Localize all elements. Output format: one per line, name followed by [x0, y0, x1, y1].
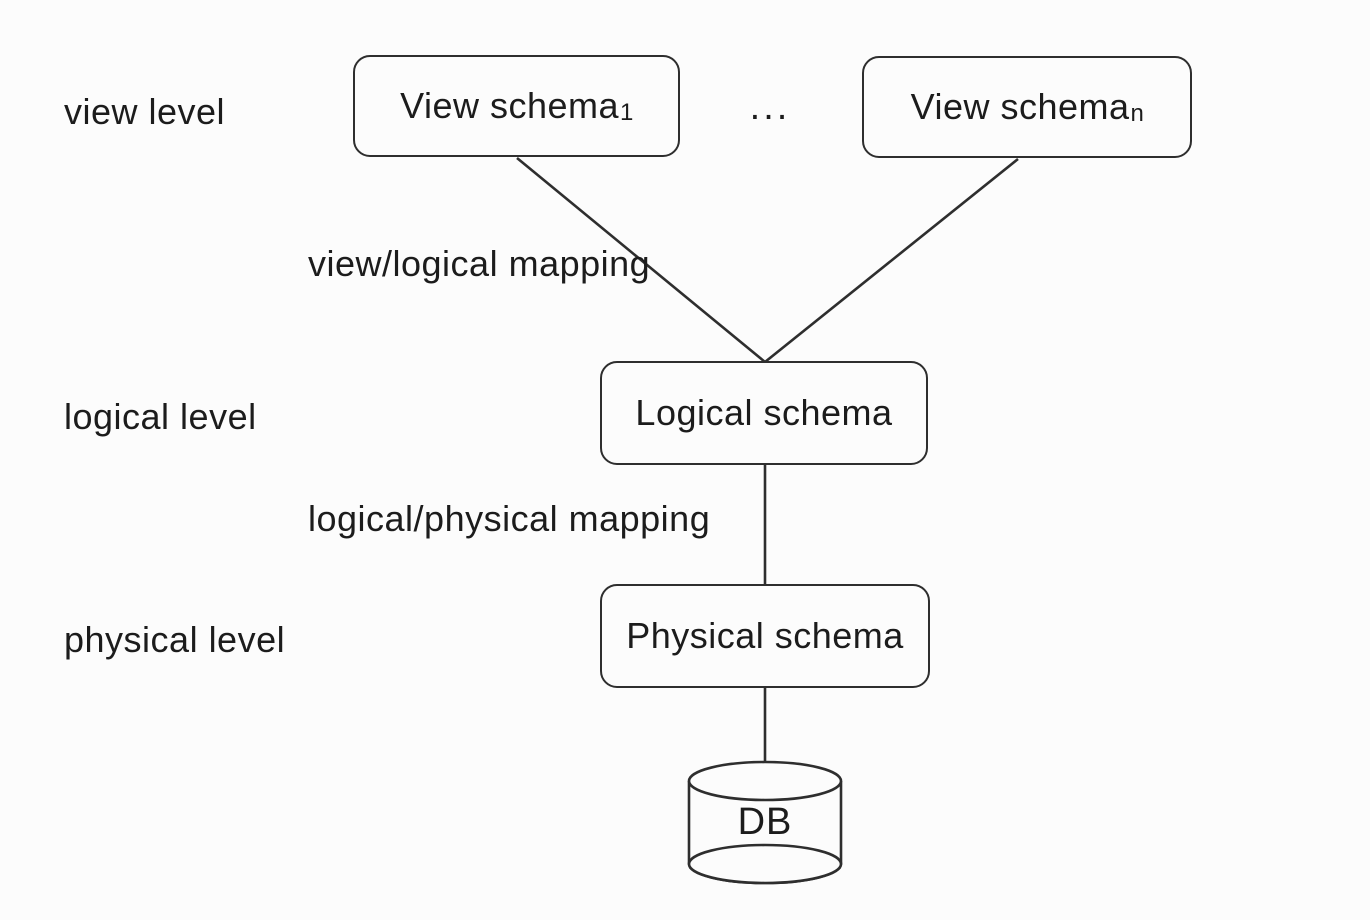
physical-schema-label: Physical schema: [626, 615, 904, 656]
logical-schema-box: Logical schema: [600, 361, 928, 465]
level-label-logical: logical level: [64, 396, 257, 437]
view-schema-1-label: View schema: [400, 85, 620, 126]
level-label-view: view level: [64, 91, 226, 132]
physical-schema-box: Physical schema: [600, 584, 930, 688]
view-logical-mapping-label: view/logical mapping: [308, 243, 651, 284]
ellipsis-between-views: ...: [749, 86, 791, 128]
cylinder-bottom-ellipse: [687, 843, 843, 885]
logical-physical-mapping-label: logical/physical mapping: [308, 498, 711, 539]
logical-schema-label: Logical schema: [635, 392, 893, 433]
edge-viewn-to-logical: [764, 157, 1019, 364]
edge-view1-to-logical: [516, 156, 766, 364]
level-label-physical: physical level: [64, 619, 286, 660]
db-label: DB: [737, 801, 793, 843]
view-schema-n-label: View schema: [910, 86, 1130, 127]
database-cylinder-icon: [687, 760, 843, 885]
cylinder-top-ellipse: [687, 760, 843, 802]
